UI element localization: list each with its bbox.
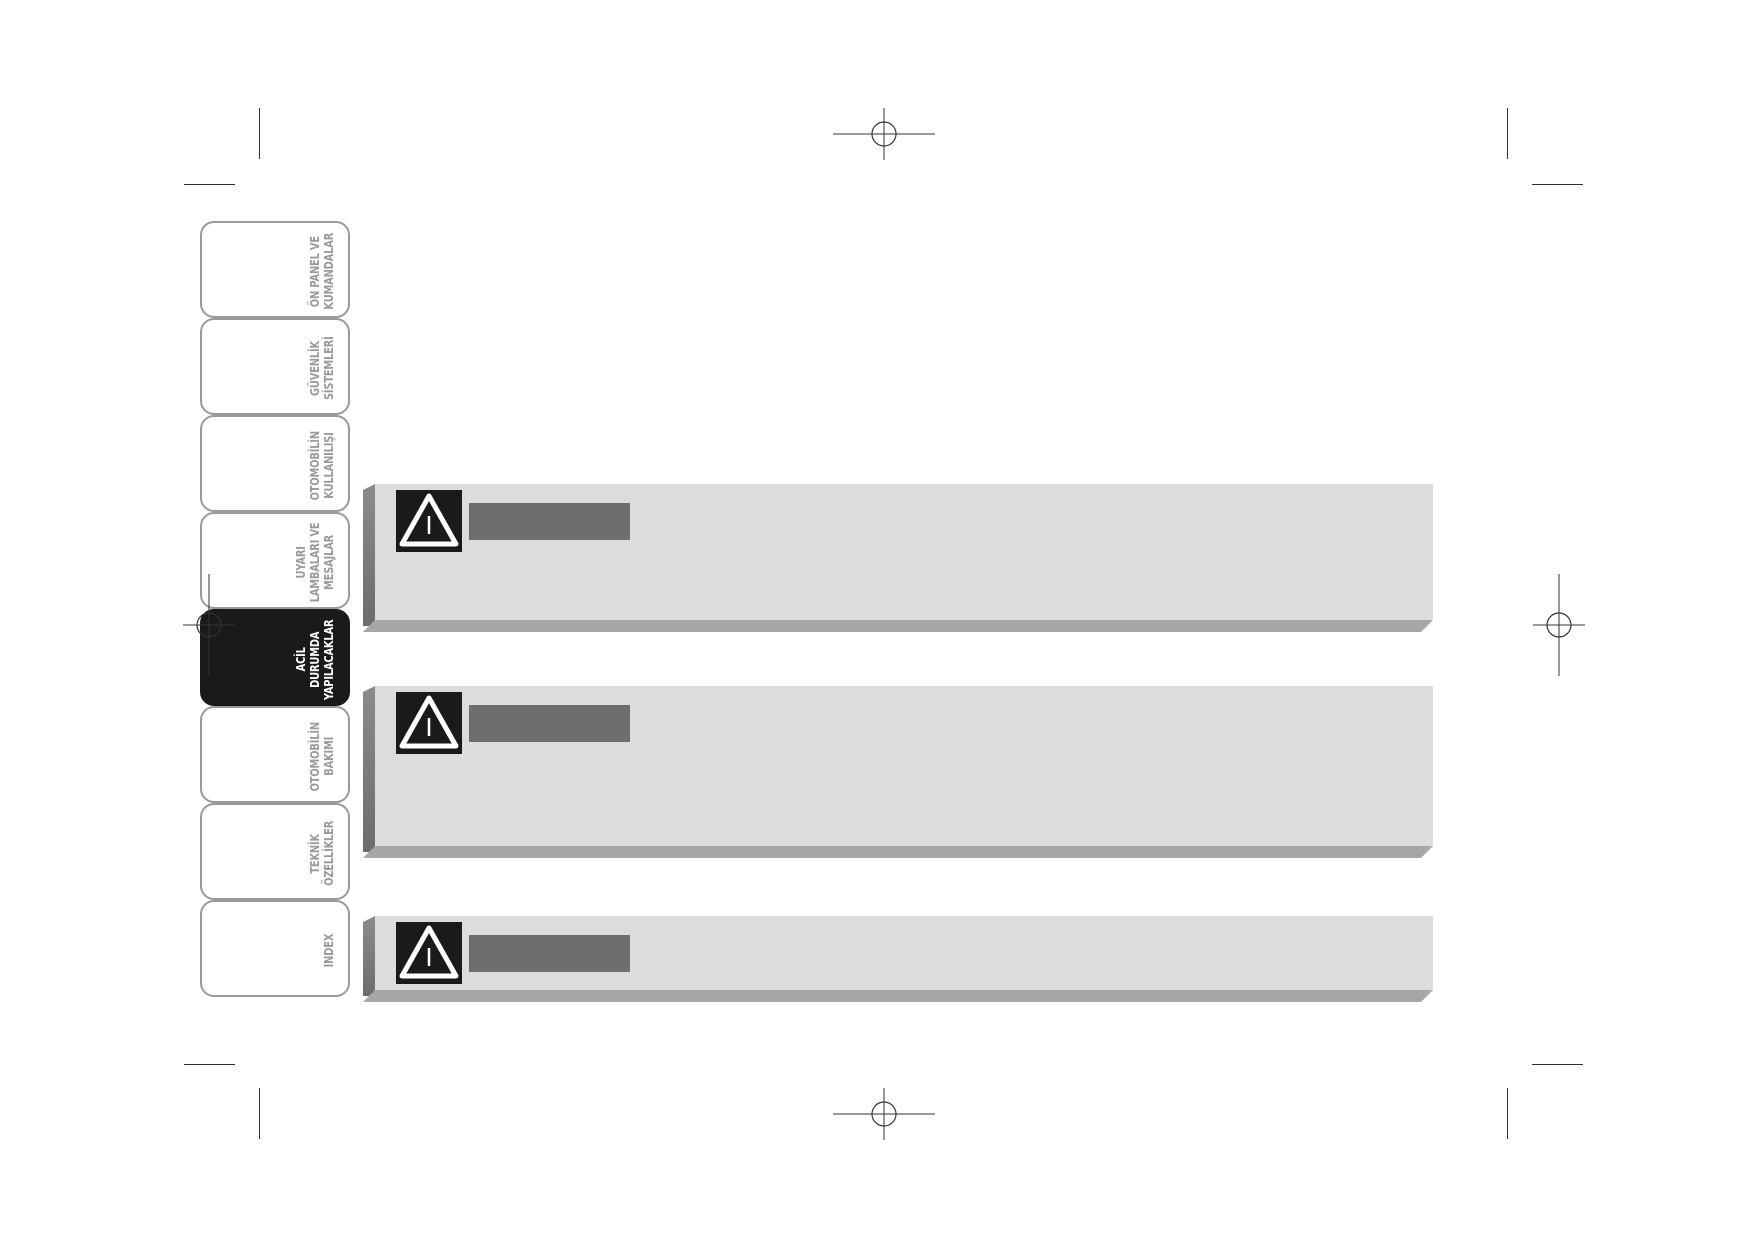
- crop-mark: [259, 1088, 260, 1139]
- tab-label-line: UYARI: [294, 546, 308, 579]
- panel-edge: [363, 846, 1433, 858]
- warning-label-bar: [469, 705, 630, 742]
- registration-mark-icon: [833, 108, 935, 160]
- tab-label-line: ACİL: [294, 647, 308, 672]
- panel-face: [375, 916, 1433, 990]
- warning-triangle-icon: [396, 490, 462, 552]
- crop-mark: [1532, 184, 1583, 185]
- registration-mark-icon: [1533, 574, 1585, 676]
- tab-label-line: DURUMDA: [308, 631, 322, 688]
- tab-label-line: OTOMOBİLİN: [308, 721, 322, 792]
- panel-edge: [363, 484, 375, 626]
- crop-mark: [259, 108, 260, 159]
- tab-label-line: SİSTEMLERİ: [322, 336, 336, 401]
- tab-label-line: GÜVENLİK: [308, 341, 322, 396]
- registration-mark-icon: [183, 574, 235, 676]
- warning-panel: [363, 916, 1433, 1002]
- tab-label-line: ÖZELLİKLER: [322, 821, 336, 886]
- tab-label-line: INDEX: [322, 933, 336, 968]
- tab-label-line: LAMBALARI VE: [308, 522, 322, 603]
- panel-edge: [363, 620, 1433, 632]
- crop-mark: [184, 184, 235, 185]
- tab-label-line: KULLANILIŞI: [322, 432, 336, 499]
- warning-panel: [363, 484, 1433, 632]
- panel-edge: [363, 686, 375, 852]
- crop-mark: [1532, 1064, 1583, 1065]
- panel-face: [375, 686, 1433, 846]
- registration-mark-icon: [833, 1088, 935, 1140]
- crop-mark: [184, 1064, 235, 1065]
- tab-label-line: BAKIMI: [322, 737, 336, 776]
- crop-mark: [1507, 1088, 1508, 1139]
- warning-triangle-icon: [396, 692, 462, 754]
- tab-index[interactable]: INDEX: [200, 900, 350, 997]
- tab-label-line: MESAJLAR: [322, 534, 336, 591]
- warning-label-bar: [469, 935, 630, 972]
- tab-label-line: KUMANDALAR: [322, 233, 336, 310]
- tab-label-line: TEKNİK: [308, 833, 322, 874]
- crop-mark: [1507, 108, 1508, 159]
- tab-label-line: OTOMOBİLİN: [308, 430, 322, 501]
- panel-edge: [363, 990, 1433, 1002]
- tab-label-line: YAPILACAKLAR: [322, 619, 336, 700]
- tab-label-line: ÖN PANEL VE: [308, 235, 322, 308]
- warning-label-bar: [469, 503, 630, 540]
- warning-triangle-icon: [396, 922, 462, 984]
- panel-edge: [363, 916, 375, 996]
- warning-panel: [363, 686, 1433, 858]
- panel-face: [375, 484, 1433, 620]
